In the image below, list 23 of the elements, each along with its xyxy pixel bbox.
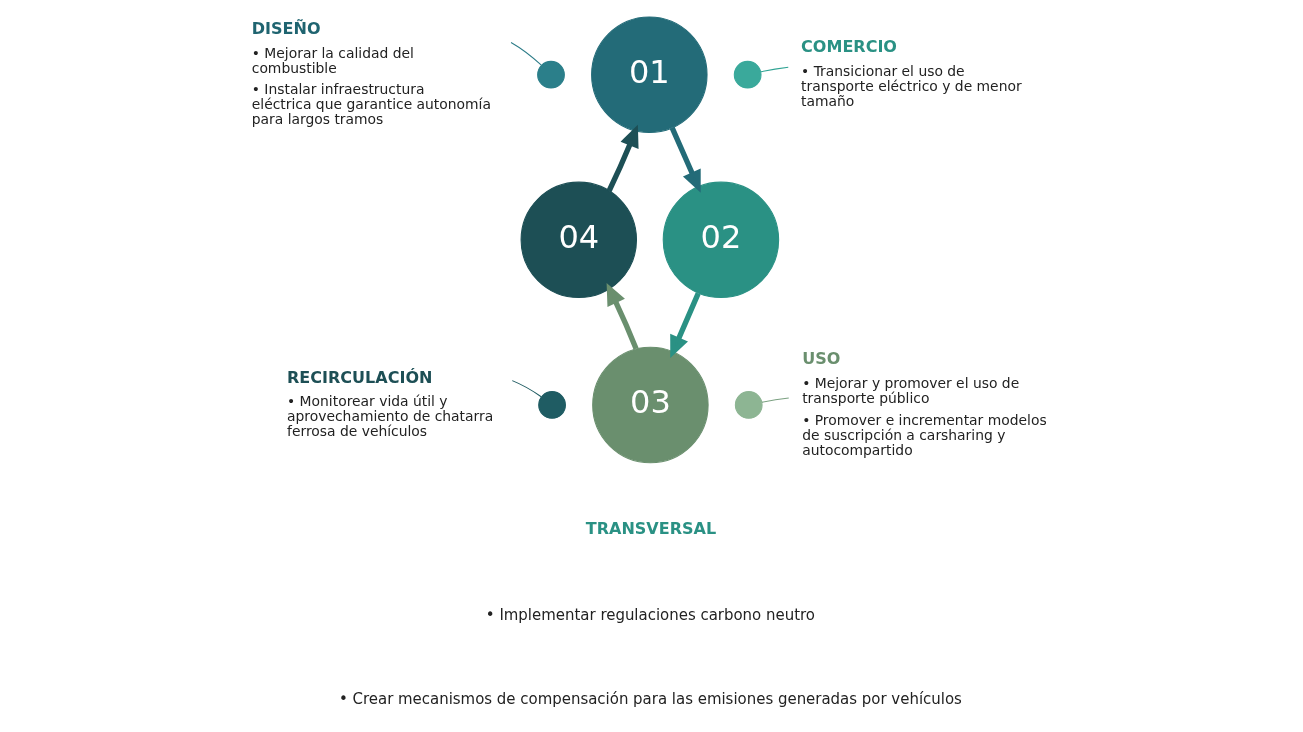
connector <box>760 396 789 403</box>
arrow <box>669 126 701 193</box>
connector <box>511 379 542 397</box>
node-circle <box>733 60 762 89</box>
label: • Crear mecanismos de compensación para las emisiones generadas por vehículos <box>338 689 962 708</box>
node-circle: 04 <box>520 181 637 298</box>
node-circle: 03 <box>591 346 709 463</box>
arrow <box>606 124 639 192</box>
connector <box>510 41 542 66</box>
node-circle: 02 <box>662 181 779 298</box>
node-text: RECIRCULACIÓN • Monitorear vida útil y aprovechamiento de chatarra ferrosa de vehículos <box>286 367 493 439</box>
connector <box>759 66 789 72</box>
node-text: COMERCIO • Transicionar el uso de transporte eléctrico y de menor tamaño <box>800 36 1022 109</box>
arrow <box>669 291 701 358</box>
node-text: USO • Mejorar y promover el uso de transporte público • Promover e incrementar modelos de suscripción a carsharing y autocompartido <box>801 348 1047 458</box>
node-circle <box>734 390 763 419</box>
node-circle: 01 <box>590 16 708 133</box>
label: TRANSVERSAL <box>585 518 716 538</box>
node-circle <box>536 60 565 89</box>
node-circle <box>537 390 566 419</box>
arrow <box>606 282 639 350</box>
label: • Implementar regulaciones carbono neutro <box>485 605 815 624</box>
node-text: DISEÑO • Mejorar la calidad del combustible • Instalar infraestructura eléctrica que garantice autonomía para largos tramos <box>251 18 491 127</box>
